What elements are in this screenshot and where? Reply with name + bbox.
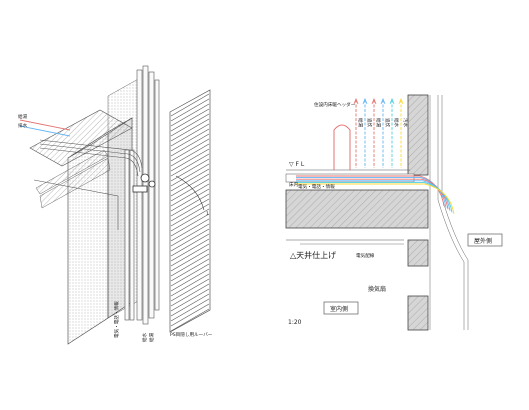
louver-slat: [170, 248, 210, 272]
label-vent: 換気扇: [368, 285, 386, 293]
louver-slat: [170, 268, 210, 292]
louver-slat: [170, 183, 210, 207]
outside-box: [467, 233, 503, 247]
riser-arrow: [398, 97, 404, 105]
louver-slat: [170, 163, 210, 187]
header-loop: [333, 124, 351, 170]
louver-slat: [170, 193, 210, 217]
label-inside: 室内側: [330, 305, 348, 313]
cold-pipe-arrow: [19, 125, 71, 137]
label-floor: 床内: [289, 181, 299, 188]
label-callout-number: 1: [206, 211, 209, 217]
louver-panel: [169, 89, 211, 333]
louver-slat: [170, 258, 210, 282]
label-hot-vertical: 給湯: [148, 332, 155, 342]
louver-slat: [170, 98, 210, 122]
exterior-wall-middle: [407, 239, 429, 267]
louver-slat: [170, 128, 210, 152]
louver-slat: [170, 233, 210, 257]
louver-slat: [170, 118, 210, 142]
louver-slat: [170, 158, 210, 182]
riser-label: 追炊: [384, 118, 391, 128]
label-hot-water: 給湯: [18, 113, 28, 120]
louver-slat: [170, 278, 210, 302]
label-water-vertical: 給水: [141, 332, 148, 342]
louver-slat: [170, 223, 210, 247]
louver-slat: [170, 253, 210, 277]
louver-slat: [170, 293, 210, 317]
louver-slat: [170, 173, 210, 197]
riser-label: 給水: [393, 118, 400, 128]
louver-slat: [170, 178, 210, 202]
label-header: 住設内床暖ヘッダー: [314, 101, 356, 108]
louver-slat: [170, 198, 210, 222]
label-electric-vertical: 電気・電話・情報: [113, 301, 120, 338]
louver-slat: [170, 273, 210, 297]
louver-slat: [170, 213, 210, 237]
floor-pipe: [296, 183, 455, 215]
louver-slat: [170, 203, 210, 227]
louver-slat: [170, 288, 210, 312]
louver-slat: [170, 298, 210, 322]
louver-slat: [170, 238, 210, 262]
louver-slat: [170, 138, 210, 162]
inside-box: [323, 301, 359, 315]
riser-label: 追炊: [366, 118, 373, 128]
louver-slat: [170, 108, 210, 132]
exterior-wall-upper: [407, 94, 429, 176]
facade-lines: [429, 95, 469, 330]
branch-pipes: [33, 139, 143, 230]
louver-slat: [170, 148, 210, 172]
louver-slat: [170, 168, 210, 192]
back-wall: [107, 77, 141, 319]
label-louver: PS目隠し用ルーバー: [170, 331, 213, 338]
slab-lower: [39, 157, 111, 209]
louver-slat: [170, 113, 210, 137]
louver-slat: [170, 153, 210, 177]
riser-label: 汚水: [402, 118, 409, 128]
pipe-top-labels: 給湯追炊給湯追炊給水汚水: [353, 97, 409, 128]
louver-slat: [170, 188, 210, 212]
louver-slat: [170, 243, 210, 267]
louver-slat: [170, 123, 210, 147]
riser-label: 給湯: [375, 118, 382, 128]
label-outside: 屋外側: [474, 237, 492, 245]
riser-arrow: [371, 97, 377, 105]
louver-slat: [170, 228, 210, 252]
riser-arrow: [362, 97, 368, 105]
louver-slat: [170, 283, 210, 307]
label-scale: 1:20: [288, 319, 302, 326]
louver-slat: [170, 308, 210, 332]
section-diagram: 給湯追炊給湯追炊給水汚水 住設内床暖ヘッダー ▽ F L 床内 電気・電話・情報…: [285, 94, 503, 331]
isometric-diagram: 給湯 排水 1 電気・電話・情報 給水 給湯 PS目隠し用ルーバー: [18, 65, 213, 345]
label-wiring: 電気配線: [356, 252, 375, 259]
exterior-wall-lower: [407, 295, 429, 331]
louver-callout: [175, 175, 205, 211]
floor-slab: [29, 109, 133, 167]
louver-slat: [170, 208, 210, 232]
vertical-risers: [355, 100, 402, 168]
riser-arrow: [389, 97, 395, 105]
louver-slat: [170, 133, 210, 157]
riser-arrow: [380, 97, 386, 105]
louver-slat: [170, 303, 210, 327]
louver-slat: [170, 218, 210, 242]
floor-pipes: [296, 175, 455, 215]
label-ceiling: △天井仕上げ: [290, 250, 336, 260]
hot-pipe-arrow: [19, 119, 71, 131]
label-fl: ▽ F L: [289, 161, 305, 168]
louver-slat: [170, 143, 210, 167]
louver-slat: [170, 263, 210, 287]
riser-label: 給湯: [357, 118, 364, 128]
pipe-riser: [124, 65, 160, 325]
louver-slat: [170, 93, 210, 117]
label-drain: 排水: [18, 122, 28, 129]
louver-slat: [170, 103, 210, 127]
label-electric: 電気・電話・情報: [298, 183, 335, 190]
floor-slab-section: [285, 189, 429, 229]
riser-arrow: [353, 97, 359, 105]
pipe-fittings: [132, 173, 156, 193]
